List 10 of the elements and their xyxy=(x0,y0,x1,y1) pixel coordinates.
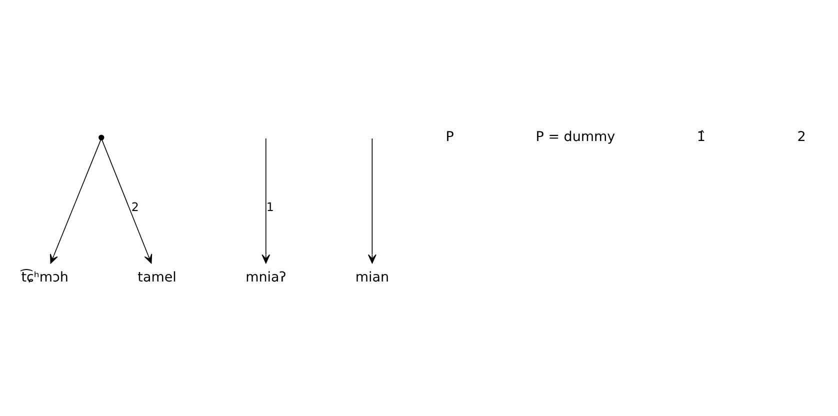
edge-label: 1 xyxy=(266,200,274,214)
node-text: mian xyxy=(355,270,390,286)
node-text: t͡ɕʰmɔh xyxy=(21,270,68,286)
label: P = dummy xyxy=(536,128,616,145)
node-text: tamel xyxy=(138,270,176,286)
label: 2 xyxy=(797,128,806,145)
label: 1̂ xyxy=(696,128,706,145)
node-text: mniaʔ xyxy=(246,270,286,286)
edge-label: 2 xyxy=(131,200,139,214)
label: P xyxy=(446,128,454,145)
